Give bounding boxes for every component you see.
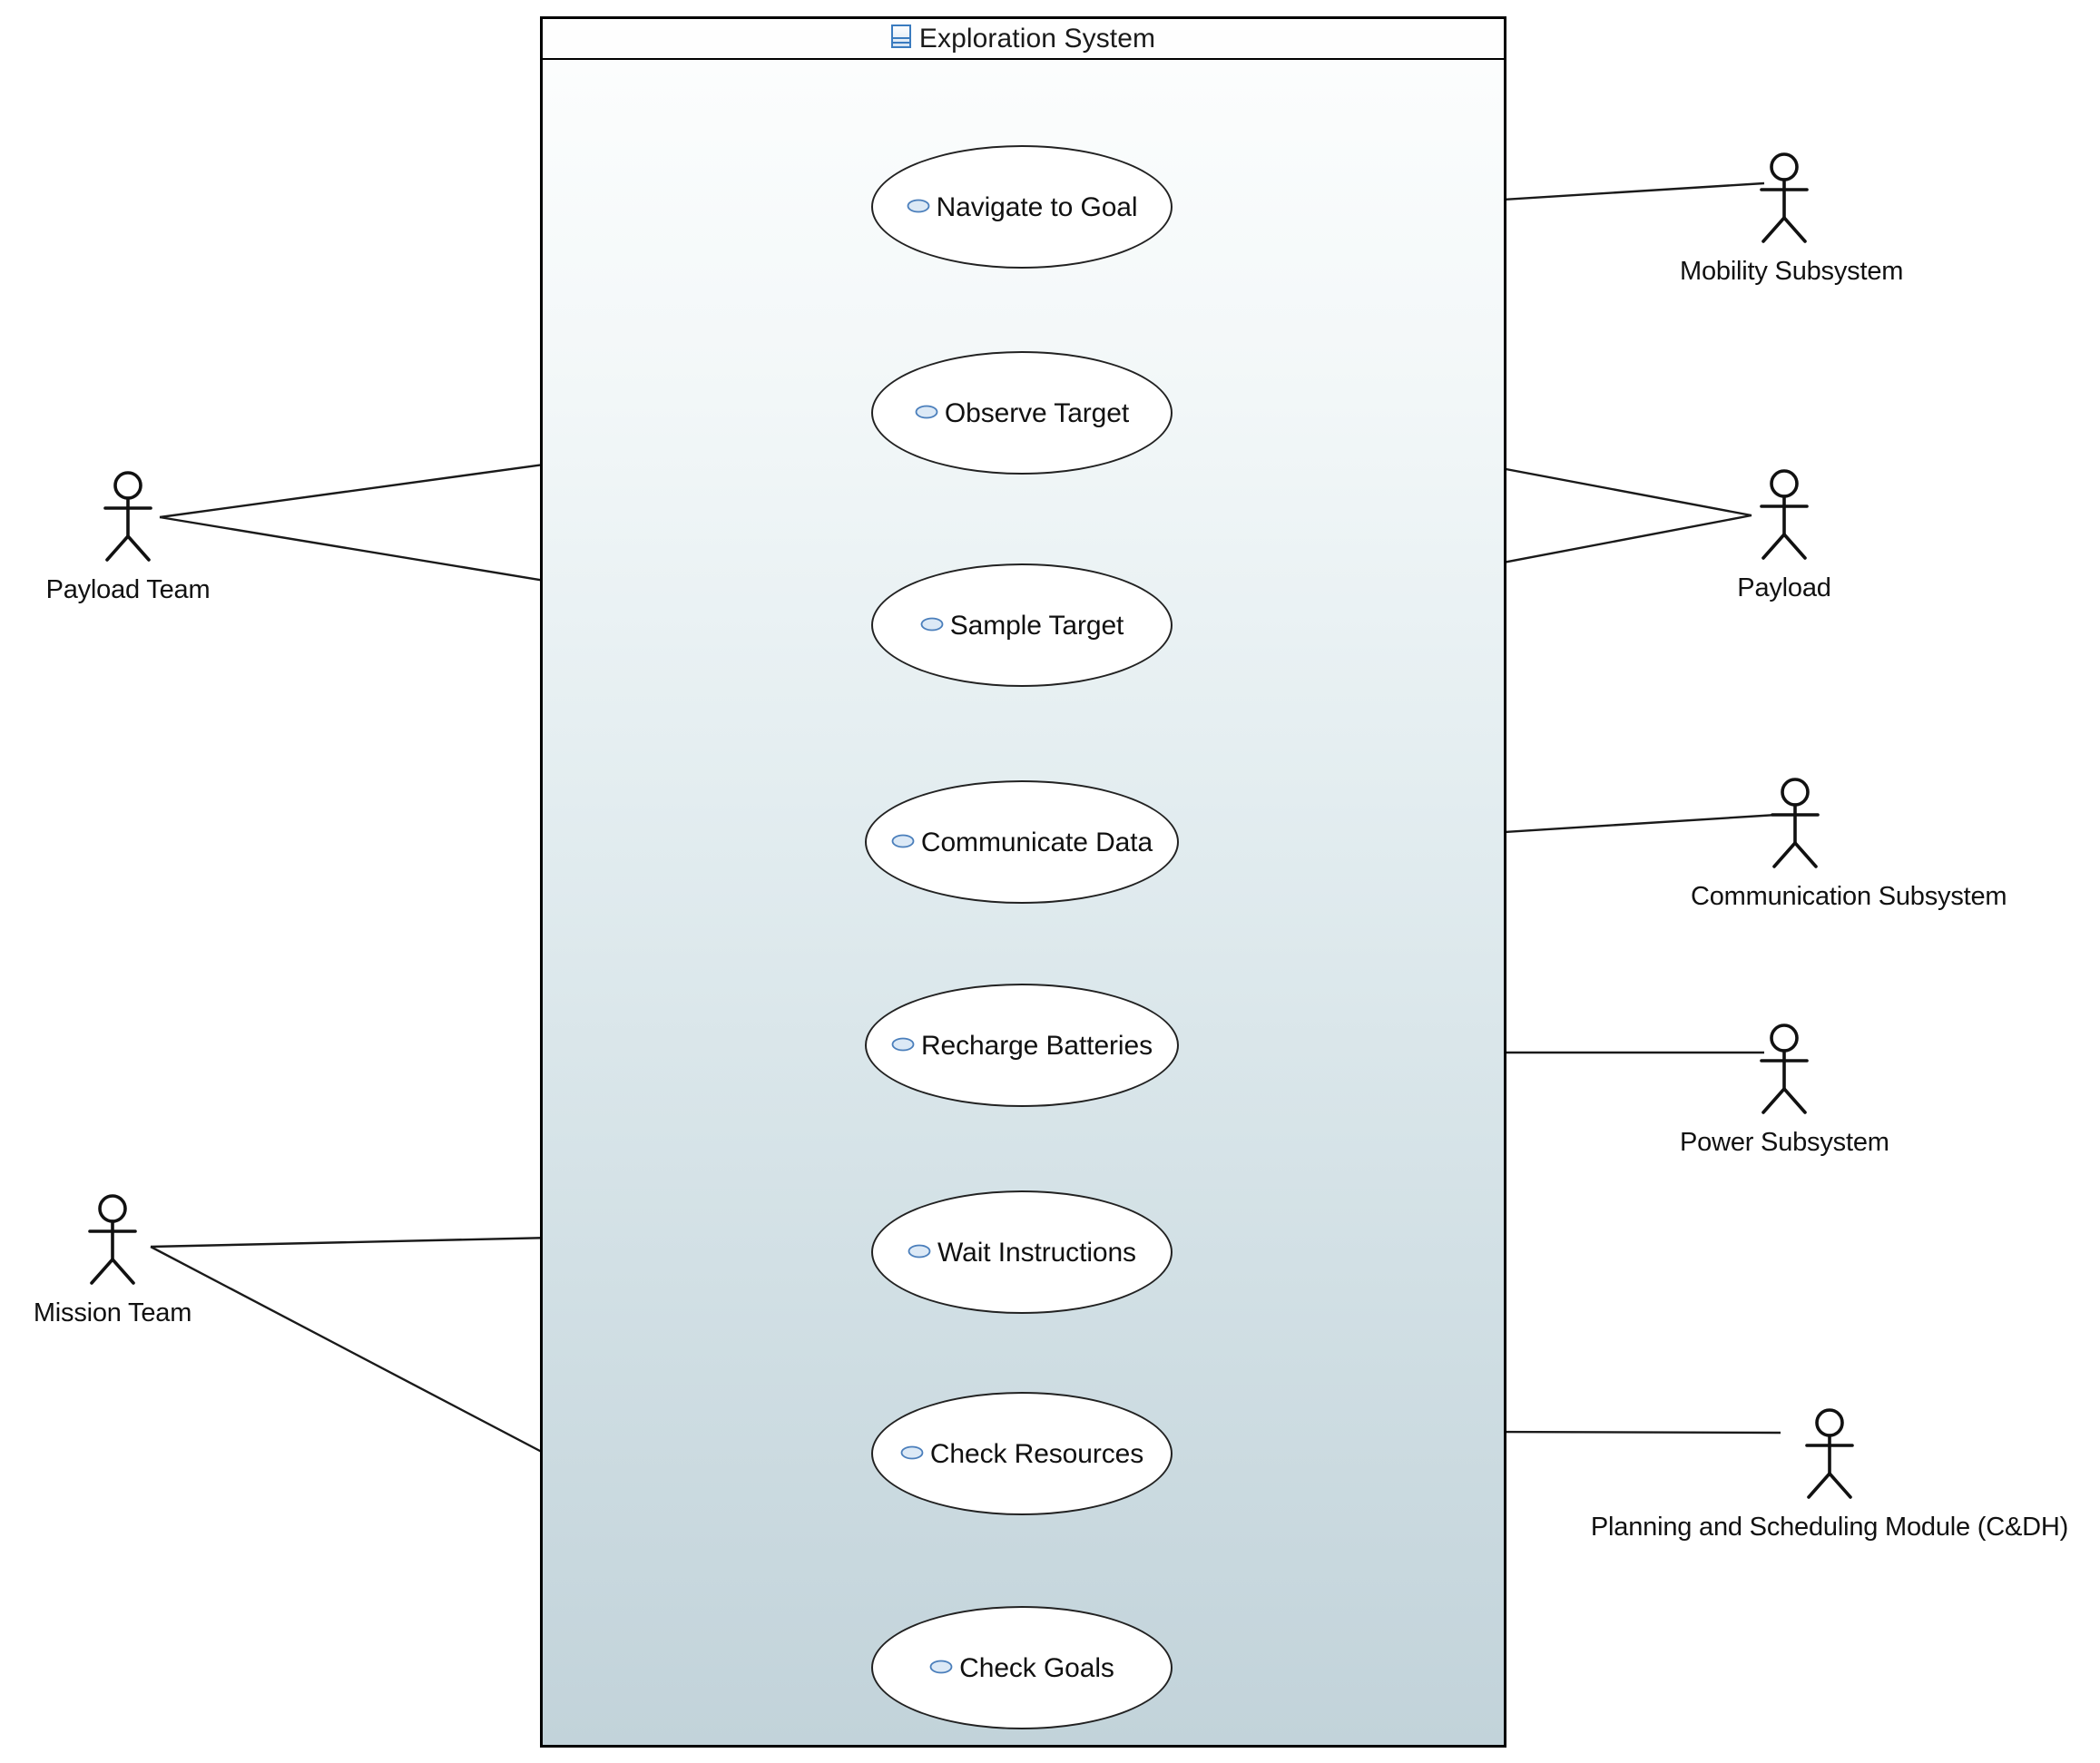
actor-communication-subsystem[interactable]: Communication Subsystem [1691, 778, 2007, 912]
use-case-communicate-data[interactable]: Communicate Data [865, 780, 1179, 904]
use-case-ellipse-icon [915, 405, 938, 424]
use-case-ellipse-icon [900, 1445, 924, 1464]
use-case-label: Communicate Data [920, 828, 1153, 857]
actor-stick-figure-icon [1680, 152, 1889, 251]
actor-stick-figure-icon [1680, 1024, 1889, 1122]
system-title: Exploration System [918, 23, 1156, 54]
use-case-sample-target[interactable]: Sample Target [871, 563, 1173, 687]
actor-payload-team[interactable]: Payload Team [24, 471, 232, 605]
actor-mission-team[interactable]: Mission Team [8, 1194, 217, 1328]
use-case-ellipse-icon [920, 617, 944, 636]
actor-label: Mission Team [33, 1298, 192, 1327]
actor-stick-figure-icon [1680, 469, 1889, 568]
actor-stick-figure-icon [24, 471, 232, 570]
actor-payload[interactable]: Payload [1680, 469, 1889, 603]
use-case-label: Check Resources [929, 1439, 1144, 1469]
actor-stick-figure-icon [1691, 778, 1899, 877]
use-case-ellipse-icon [891, 834, 915, 853]
actor-power-subsystem[interactable]: Power Subsystem [1680, 1024, 1889, 1158]
use-case-wait-instructions[interactable]: Wait Instructions [871, 1190, 1173, 1314]
use-case-observe-target[interactable]: Observe Target [871, 351, 1173, 475]
use-case-label: Observe Target [944, 398, 1130, 428]
use-case-label: Check Goals [959, 1653, 1114, 1683]
package-icon [890, 24, 911, 53]
use-case-check-resources[interactable]: Check Resources [871, 1392, 1173, 1515]
use-case-label: Wait Instructions [937, 1238, 1136, 1268]
actor-planning-scheduling-module[interactable]: Planning and Scheduling Module (C&DH) [1512, 1408, 2100, 1543]
actor-stick-figure-icon [8, 1194, 217, 1293]
use-case-label: Navigate to Goal [936, 192, 1138, 222]
actor-label: Payload [1737, 573, 1831, 602]
use-case-ellipse-icon [907, 199, 930, 218]
actor-stick-figure-icon [1512, 1408, 2100, 1507]
actor-label: Communication Subsystem [1691, 882, 2007, 911]
use-case-recharge-batteries[interactable]: Recharge Batteries [865, 984, 1179, 1107]
use-case-ellipse-icon [908, 1244, 931, 1263]
use-case-ellipse-icon [929, 1660, 953, 1679]
actor-label: Planning and Scheduling Module (C&DH) [1590, 1513, 2069, 1542]
use-case-label: Recharge Batteries [920, 1031, 1153, 1061]
actor-label: Power Subsystem [1680, 1128, 1889, 1157]
use-case-label: Sample Target [949, 611, 1124, 641]
use-case-navigate-to-goal[interactable]: Navigate to Goal [871, 145, 1173, 269]
system-boundary-header: Exploration System [540, 16, 1506, 60]
actor-mobility-subsystem[interactable]: Mobility Subsystem [1680, 152, 1904, 287]
actor-label: Mobility Subsystem [1680, 257, 1904, 286]
actor-label: Payload Team [45, 575, 211, 604]
use-case-ellipse-icon [891, 1037, 915, 1056]
use-case-check-goals[interactable]: Check Goals [871, 1606, 1173, 1729]
